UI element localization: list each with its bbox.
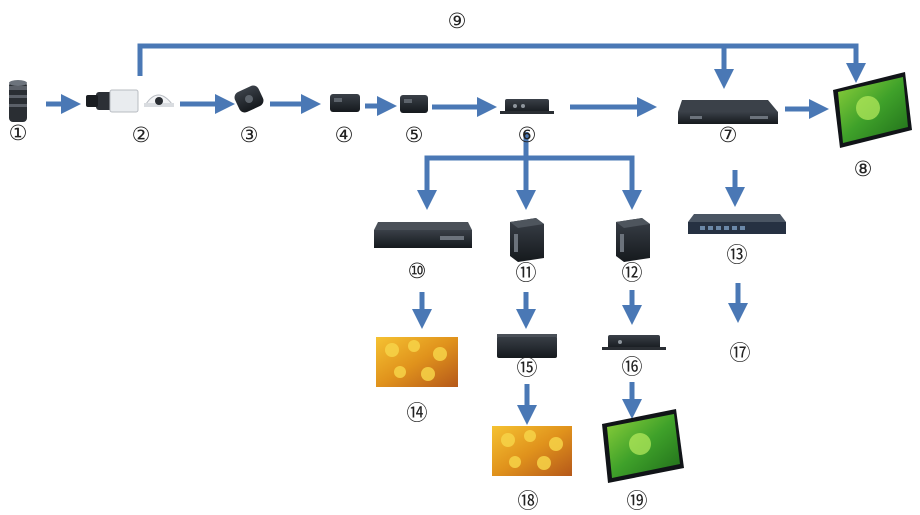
- label-15: ⑮: [517, 356, 538, 380]
- label-16: ⑯: [622, 355, 643, 379]
- label-2: ②: [132, 123, 151, 147]
- label-7: ⑦: [719, 123, 738, 147]
- label-8: ⑧: [854, 157, 873, 181]
- labels: ① ② ③ ④ ⑤ ⑥ ⑦ ⑧ ⑨ ⑩ ⑪ ⑫ ⑬ ⑭ ⑮ ⑯ ⑰ ⑱ ⑲: [9, 9, 873, 513]
- label-10: ⑩: [408, 259, 427, 283]
- label-3: ③: [240, 123, 259, 147]
- display-icon: [492, 426, 572, 476]
- transceiver-icon: [234, 85, 264, 113]
- server-icon: [374, 222, 472, 248]
- label-4: ④: [335, 123, 354, 147]
- connectors: [46, 43, 866, 426]
- label-5: ⑤: [405, 123, 424, 147]
- label-14: ⑭: [407, 401, 428, 425]
- cameras-icon: [86, 89, 174, 113]
- label-6: ⑥: [518, 123, 537, 147]
- camera-lens-icon: [9, 80, 27, 122]
- media-converter-icon: [330, 94, 360, 112]
- decoder-box-icon: [497, 334, 557, 358]
- label-17: ⑰: [730, 341, 751, 365]
- decoder-box-icon: [602, 335, 666, 350]
- label-1: ①: [9, 121, 28, 145]
- label-19: ⑲: [627, 489, 648, 513]
- pc-tower-icon: [510, 218, 544, 262]
- encoder-box-icon: [500, 99, 554, 114]
- bus-9: [137, 43, 866, 84]
- display-icon: [376, 337, 458, 387]
- label-12: ⑫: [622, 261, 643, 285]
- nvr-icon: [678, 100, 778, 124]
- pc-tower-icon: [616, 218, 650, 262]
- network-switch-icon: [688, 214, 786, 234]
- label-13: ⑬: [727, 243, 748, 267]
- label-18: ⑱: [518, 489, 539, 513]
- media-converter-icon: [400, 95, 428, 113]
- monitor-icon: [833, 72, 912, 148]
- branch-6: [424, 155, 642, 211]
- monitor-icon: [602, 409, 684, 483]
- label-9: ⑨: [448, 9, 467, 33]
- label-11: ⑪: [516, 261, 537, 285]
